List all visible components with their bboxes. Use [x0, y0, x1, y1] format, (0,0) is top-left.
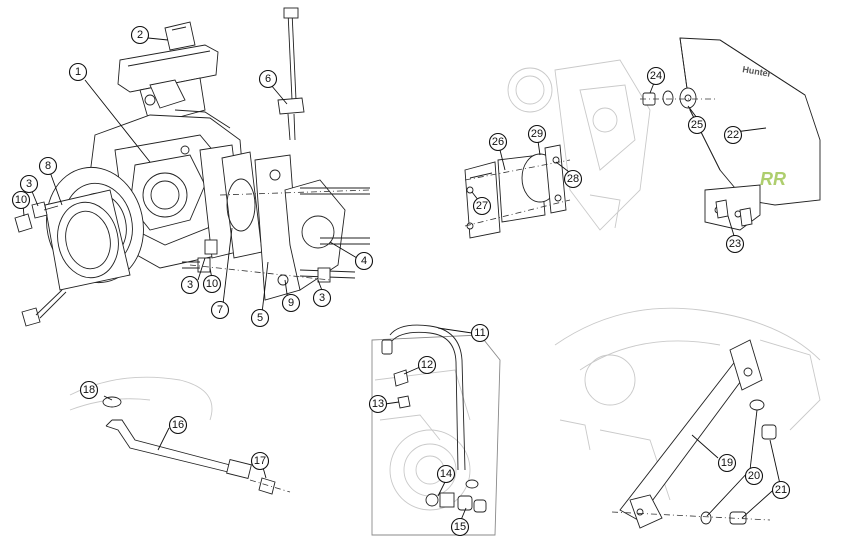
callout-11: 11: [470, 323, 490, 343]
callout-15-label: 15: [454, 521, 466, 533]
callout-11-label: 11: [474, 327, 485, 339]
callout-9-label: 9: [288, 297, 294, 309]
callout-18: 18: [79, 380, 99, 400]
callout-1-label: 1: [75, 66, 81, 78]
guard-logo: RR: [760, 169, 786, 189]
callout-14-label: 14: [440, 468, 452, 480]
callout-10-left-label: 10: [15, 194, 27, 206]
callout-25: 25: [687, 115, 707, 135]
callout-13-label: 13: [372, 398, 384, 410]
callout-4: 4: [354, 251, 374, 271]
callout-15: 15: [450, 517, 470, 537]
callout-22: 22: [723, 125, 743, 145]
callout-19-label: 19: [721, 457, 733, 469]
callout-10-bottom-label: 10: [206, 278, 218, 290]
callout-25-label: 25: [691, 119, 703, 131]
callout-10-bottom: 10: [202, 274, 222, 294]
callout-17-label: 17: [254, 455, 266, 467]
callout-14: 14: [436, 464, 456, 484]
callout-16-label: 16: [172, 419, 184, 431]
callout-16: 16: [168, 415, 188, 435]
callout-20-label: 20: [748, 470, 760, 482]
callout-6-label: 6: [265, 73, 271, 85]
callout-13: 13: [368, 394, 388, 414]
callout-3-left-label: 3: [26, 178, 32, 190]
callout-3-right-label: 3: [319, 292, 325, 304]
callout-22-label: 22: [727, 129, 739, 141]
callout-28-label: 28: [567, 173, 579, 185]
callout-3-bottom: 3: [180, 275, 200, 295]
callout-28: 28: [563, 169, 583, 189]
callout-12: 12: [417, 355, 437, 375]
callout-21-label: 21: [775, 484, 787, 496]
callout-5-label: 5: [257, 312, 263, 324]
callout-27: 27: [472, 196, 492, 216]
leader-lines: [22, 37, 781, 521]
callout-20: 20: [744, 466, 764, 486]
callout-12-label: 12: [421, 359, 433, 371]
callout-26: 26: [488, 132, 508, 152]
panel-booster-assembly: [14, 7, 371, 327]
callout-1: 1: [68, 62, 88, 82]
callout-24-label: 24: [650, 70, 662, 82]
callout-8: 8: [38, 156, 58, 176]
callout-10-left: 10: [11, 190, 31, 210]
callout-2-label: 2: [137, 29, 143, 41]
callout-7-label: 7: [217, 304, 223, 316]
callout-8-label: 8: [45, 160, 51, 172]
panel-brake-line: [371, 324, 501, 536]
callout-2: 2: [130, 25, 150, 45]
callout-3-right: 3: [312, 288, 332, 308]
callout-27-label: 27: [476, 200, 488, 212]
callout-9: 9: [281, 293, 301, 313]
panel-hose-assembly: [69, 376, 291, 495]
callout-23: 23: [725, 234, 745, 254]
callout-24: 24: [646, 66, 666, 86]
callout-29-label: 29: [531, 128, 543, 140]
callout-17: 17: [250, 451, 270, 471]
callout-3-left: 3: [19, 174, 39, 194]
callout-21: 21: [771, 480, 791, 500]
callout-6: 6: [258, 69, 278, 89]
callout-19: 19: [717, 453, 737, 473]
callout-26-label: 26: [492, 136, 504, 148]
callout-3-bottom-label: 3: [187, 279, 193, 291]
callout-5: 5: [250, 308, 270, 328]
callout-23-label: 23: [729, 238, 741, 250]
callout-7: 7: [210, 300, 230, 320]
callout-29: 29: [527, 124, 547, 144]
panel-guard-assembly: Hunter RR: [464, 37, 821, 239]
callout-4-label: 4: [361, 255, 367, 267]
callout-18-label: 18: [83, 384, 95, 396]
